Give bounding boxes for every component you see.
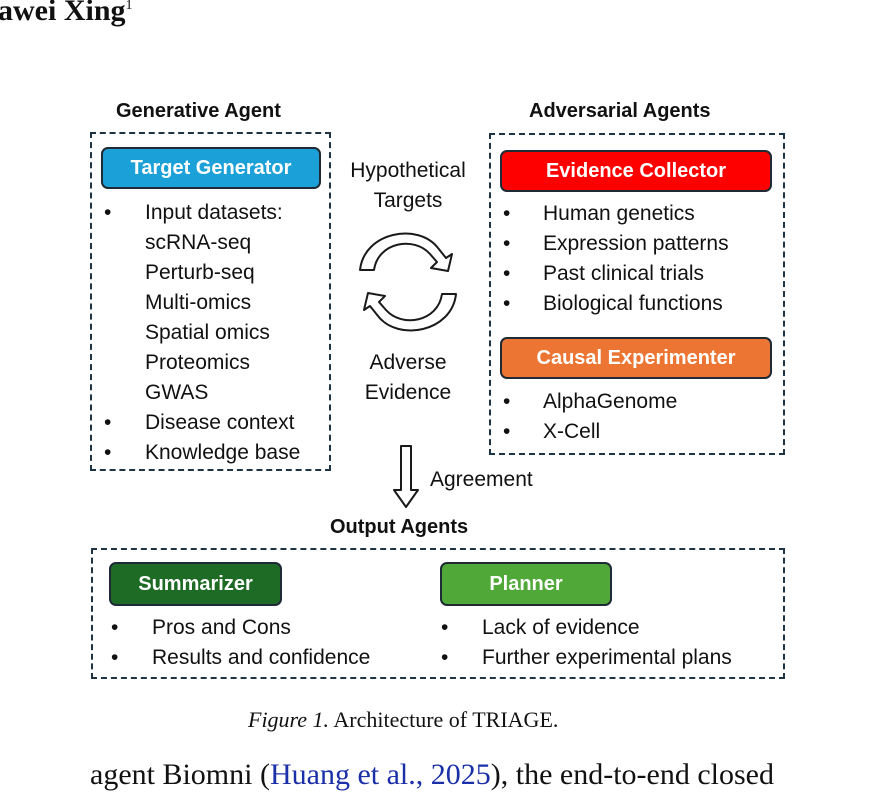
author-affiliation-sup: 1 [125, 0, 133, 13]
list-item-text: Pros and Cons [152, 616, 291, 639]
planner-pill: Planner [440, 562, 612, 606]
bullet: • [111, 646, 119, 669]
list-item: • Results and confidence [111, 643, 421, 673]
list-item: • Knowledge base [104, 438, 329, 468]
list-item-text: Spatial omics [145, 321, 270, 344]
list-item-text: GWAS [145, 381, 209, 404]
list-item: Proteomics [104, 348, 329, 378]
list-item-text: Further experimental plans [482, 646, 732, 669]
body-text-suffix: ), the end-to-end closed [490, 758, 774, 791]
evidence-label: Evidence [364, 381, 452, 404]
list-item-text: Lack of evidence [482, 616, 640, 639]
output-agents-box [91, 548, 785, 679]
causal-items-list: • AlphaGenome • X-Cell [503, 387, 773, 447]
bullet: • [104, 201, 112, 224]
list-item: • X-Cell [503, 417, 773, 447]
down-arrow-icon [393, 445, 419, 508]
causal-experimenter-pill: Causal Experimenter [500, 337, 772, 379]
bullet: • [503, 390, 511, 413]
list-item: Perturb-seq [104, 258, 329, 288]
bullet: • [503, 202, 511, 225]
bullet: • [441, 646, 449, 669]
list-item: • AlphaGenome [503, 387, 773, 417]
list-item: Multi-omics [104, 288, 329, 318]
list-item-text: Biological functions [543, 292, 723, 315]
list-item-text: Human genetics [543, 202, 695, 225]
list-item-text: X-Cell [543, 420, 601, 443]
list-item-text: Perturb-seq [145, 261, 255, 284]
list-item: • Human genetics [503, 199, 773, 229]
generative-agent-box [90, 132, 331, 471]
bullet: • [503, 232, 511, 255]
agreement-label: Agreement [430, 468, 533, 491]
list-item: • Disease context [104, 408, 329, 438]
list-item: GWAS [104, 378, 329, 408]
list-item: scRNA-seq [104, 228, 329, 258]
body-text-prefix: agent Biomni ( [90, 758, 270, 791]
adversarial-agents-box [489, 133, 785, 455]
bullet: • [104, 411, 112, 434]
list-item: • Biological functions [503, 289, 773, 319]
list-item-text: Disease context [145, 411, 295, 434]
list-item-text: Past clinical trials [543, 262, 705, 285]
list-item-text: Knowledge base [145, 441, 301, 464]
bullet: • [503, 420, 511, 443]
generative-items-list: • Input datasets: scRNA-seq Perturb-seq M… [104, 198, 329, 468]
list-item: • Further experimental plans [441, 643, 781, 673]
top-cycle-arrow [359, 232, 453, 272]
figure-caption-label: Figure 1. [248, 707, 330, 732]
list-item: • Lack of evidence [441, 613, 781, 643]
summarizer-pill: Summarizer [109, 562, 282, 606]
list-item-text: AlphaGenome [543, 390, 678, 413]
adverse-label: Adverse [369, 351, 447, 374]
evidence-items-list: • Human genetics • Expression patterns • Pa… [503, 199, 773, 319]
list-item: • Pros and Cons [111, 613, 421, 643]
output-agents-title: Output Agents [330, 516, 469, 538]
list-item-text: Multi-omics [145, 291, 252, 314]
target-generator-pill: Target Generator [101, 147, 321, 189]
figure-caption: Figure 1. Architecture of TRIAGE. [248, 707, 558, 733]
list-item: • Input datasets: [104, 198, 329, 228]
citation-link[interactable]: Huang et al., 2025 [269, 758, 491, 791]
bullet: • [503, 292, 511, 315]
bullet: • [441, 616, 449, 639]
bullet: • [104, 441, 112, 464]
list-item: Spatial omics [104, 318, 329, 348]
targets-label: Targets [373, 189, 443, 212]
bullet: • [111, 616, 119, 639]
planner-items-list: • Lack of evidence • Further experimental … [441, 613, 781, 673]
author-name-text: awei Xing [0, 0, 126, 27]
figure-caption-text: Architecture of TRIAGE. [333, 707, 559, 732]
adversarial-agents-title: Adversarial Agents [529, 100, 711, 122]
list-item-text: Expression patterns [543, 232, 729, 255]
list-item-text: Results and confidence [152, 646, 371, 669]
list-item-text: scRNA-seq [145, 231, 252, 254]
bottom-cycle-arrow [363, 292, 457, 332]
generative-agent-title: Generative Agent [116, 100, 281, 122]
list-item-text: Input datasets: [145, 201, 283, 224]
bullet: • [503, 262, 511, 285]
evidence-collector-pill: Evidence Collector [500, 150, 772, 192]
list-item: • Past clinical trials [503, 259, 773, 289]
body-text-line: agent Biomni (Huang et al., 2025), the e… [90, 758, 774, 792]
hypothetical-label: Hypothetical [350, 159, 466, 182]
author-name: awei Xing1 [0, 0, 133, 28]
list-item-text: Proteomics [145, 351, 251, 374]
summarizer-items-list: • Pros and Cons • Results and confidence [111, 613, 421, 673]
list-item: • Expression patterns [503, 229, 773, 259]
cycle-arrows-icon [359, 232, 457, 332]
